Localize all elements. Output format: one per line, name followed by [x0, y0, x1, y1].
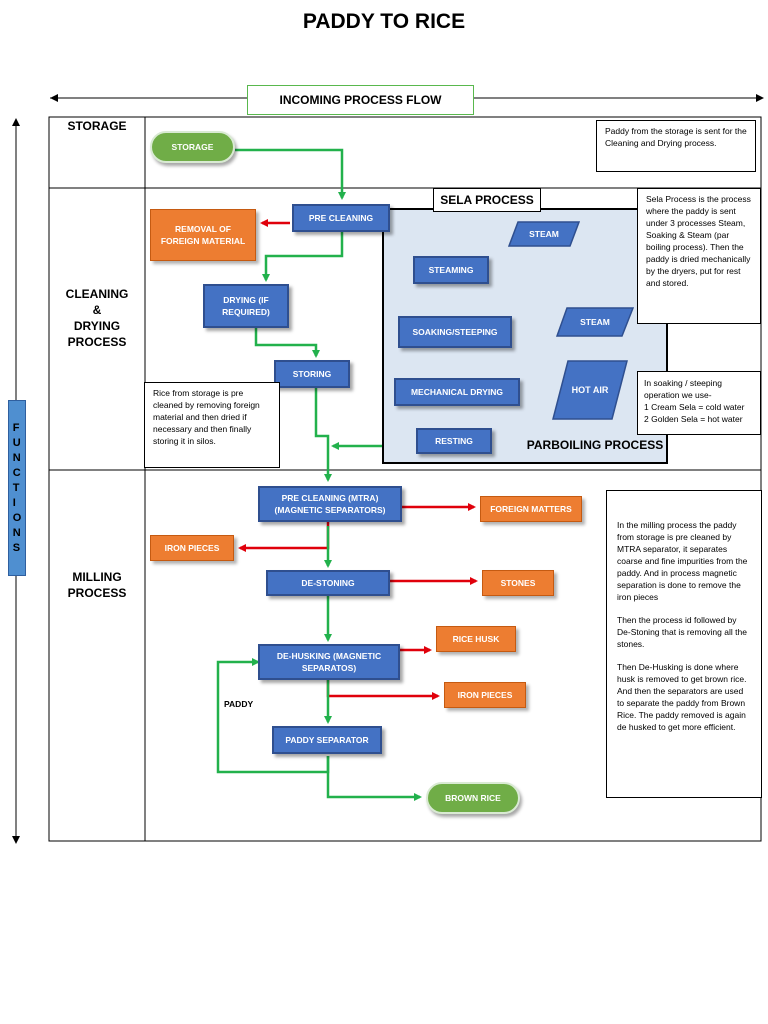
- pre-cleaning-mtra-node: PRE CLEANING (MTRA) (MAGNETIC SEPARATORS…: [258, 486, 402, 522]
- iron-pieces-node-2: IRON PIECES: [444, 682, 526, 708]
- steam-input-2: STEAM: [556, 307, 634, 337]
- stage-milling-line: MILLING: [72, 570, 122, 584]
- stones-node: STONES: [482, 570, 554, 596]
- stage-cleaning-label: CLEANING & DRYING PROCESS: [49, 286, 145, 350]
- parallelogram-shape: [508, 221, 580, 247]
- functions-letter: N: [12, 526, 21, 539]
- sela-process-label: SELA PROCESS: [433, 188, 541, 212]
- steaming-node: STEAMING: [413, 256, 489, 284]
- incoming-process-flow-label: INCOMING PROCESS FLOW: [247, 85, 474, 115]
- functions-letter: F: [12, 421, 20, 434]
- mechanical-drying-node: MECHANICAL DRYING: [394, 378, 520, 406]
- drying-node: DRYING (IF REQUIRED): [203, 284, 289, 328]
- steam-input-1-label: STEAM: [529, 229, 559, 239]
- storage-note: Paddy from the storage is sent for the C…: [596, 120, 756, 172]
- soaking-note-line: In soaking / steeping operation we use-: [644, 378, 722, 400]
- hot-air-input: HOT AIR: [552, 360, 628, 420]
- functions-letter: O: [12, 511, 22, 524]
- steam-input-2-label: STEAM: [580, 317, 610, 327]
- page-title: PADDY TO RICE: [302, 10, 466, 33]
- storage-node: STORAGE: [150, 131, 235, 163]
- milling-note: In the milling process the paddy from st…: [606, 490, 762, 798]
- storing-node: STORING: [274, 360, 350, 388]
- stage-cleaning-line: PROCESS: [67, 335, 127, 349]
- stage-milling-label: MILLING PROCESS: [49, 569, 145, 601]
- parallelogram-shape: [552, 360, 628, 420]
- stage-storage-label: STORAGE: [67, 119, 127, 133]
- iron-pieces-node-1: IRON PIECES: [150, 535, 234, 561]
- cleaning-note: Rice from storage is pre cleaned by remo…: [144, 382, 280, 468]
- removal-foreign-material-node: REMOVAL OF FOREIGN MATERIAL: [150, 209, 256, 261]
- sela-note: Sela Process is the process where the pa…: [637, 188, 761, 324]
- milling-note-paragraph: In the milling process the paddy from st…: [617, 520, 748, 602]
- paddy-loop-label: PADDY: [224, 699, 254, 709]
- soaking-note: In soaking / steeping operation we use- …: [637, 371, 761, 435]
- de-husking-node: DE-HUSKING (MAGNETIC SEPARATOS): [258, 644, 400, 680]
- hot-air-input-label: HOT AIR: [571, 385, 609, 395]
- functions-letter: U: [12, 436, 21, 449]
- parallelogram-shape: [556, 307, 634, 337]
- pre-cleaning-node: PRE CLEANING: [292, 204, 390, 232]
- soaking-steeping-node: SOAKING/STEEPING: [398, 316, 512, 348]
- paddy-separator-node: PADDY SEPARATOR: [272, 726, 382, 754]
- rice-husk-node: RICE HUSK: [436, 626, 516, 652]
- steam-input-1: STEAM: [508, 221, 580, 247]
- stage-milling-line: PROCESS: [67, 586, 127, 600]
- stage-cleaning-line: DRYING: [73, 319, 121, 333]
- foreign-matters-node: FOREIGN MATTERS: [480, 496, 582, 522]
- stage-cleaning-line: &: [92, 303, 102, 317]
- functions-letter: I: [12, 496, 16, 509]
- stage-cleaning-line: CLEANING: [65, 287, 129, 301]
- soaking-note-line: 1 Cream Sela = cold water: [644, 402, 745, 412]
- functions-letter: S: [12, 541, 21, 554]
- de-stoning-node: DE-STONING: [266, 570, 390, 596]
- functions-letter: T: [12, 481, 20, 494]
- parboiling-process-label: PARBOILING PROCESS: [526, 438, 664, 452]
- milling-note-paragraph: Then the process id followed by De-Stoni…: [617, 615, 747, 649]
- soaking-note-line: 2 Golden Sela = hot water: [644, 414, 743, 424]
- functions-letter: C: [12, 466, 21, 479]
- milling-note-paragraph: Then De-Husking is done where husk is re…: [617, 662, 747, 732]
- resting-node: RESTING: [416, 428, 492, 454]
- brown-rice-node: BROWN RICE: [426, 782, 520, 814]
- functions-letter: N: [12, 451, 21, 464]
